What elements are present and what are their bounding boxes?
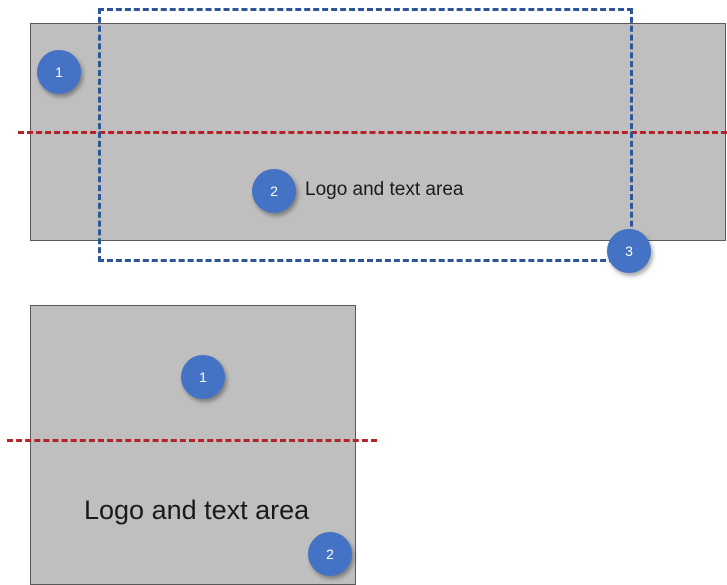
square-area-label: Logo and text area	[84, 495, 310, 525]
safe-zone-outline	[98, 8, 633, 262]
wide-marker-2: 2	[252, 169, 296, 213]
wide-horizontal-guide-line	[18, 131, 727, 134]
square-marker-2: 2	[308, 532, 352, 576]
wide-marker-3: 3	[607, 229, 651, 273]
wide-area-label: Logo and text area	[305, 179, 464, 200]
square-layout-panel	[30, 305, 356, 585]
square-marker-1: 1	[181, 355, 225, 399]
square-horizontal-guide-line	[7, 439, 377, 442]
wide-marker-1: 1	[37, 50, 81, 94]
